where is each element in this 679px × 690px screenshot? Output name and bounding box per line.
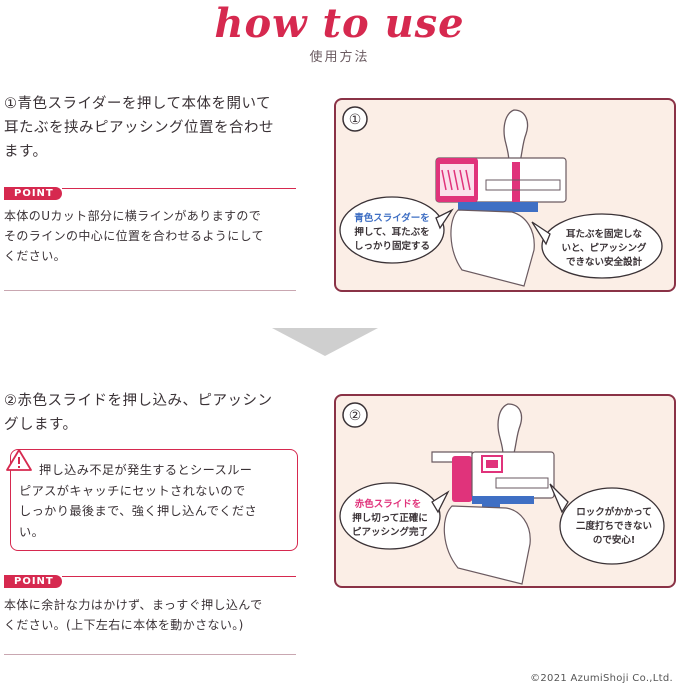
warning-line: い。 — [19, 524, 45, 539]
down-arrow-icon — [272, 328, 378, 356]
page-title: how to use — [214, 0, 465, 47]
step2-diagram: ② 赤色スライドを 押し切って正確に ピアッシング完了 ロックがかかって 二度打… — [339, 402, 665, 585]
step2-bubble-left-line: ピアッシング完了 — [352, 526, 428, 538]
step1-bubble-right-line: 耳たぶを固定しな — [566, 228, 643, 240]
step2-bubble-left-line: 赤色スライドを — [355, 498, 422, 510]
point-badge: POINT — [4, 575, 62, 588]
step2-line: ②赤色スライドを押し込み、ピアッシン — [4, 393, 273, 409]
step1-bubble-right-line: いと、ピアッシング — [561, 242, 647, 254]
step2-note-line: 本体に余計な力はかけず、まっすぐ押し込んで — [4, 598, 263, 612]
point-divider — [62, 576, 296, 577]
step2-number: ② — [349, 408, 362, 424]
step1-number: ① — [349, 112, 362, 128]
step1-bubble-left-line: 押して、耳たぶを — [354, 226, 429, 238]
step2-bubble-right-line: ロックがかかって — [576, 506, 652, 518]
point-badge: POINT — [4, 187, 62, 200]
section-divider — [4, 290, 296, 291]
step1-line: ①青色スライダーを押して本体を開いて — [4, 96, 272, 112]
warning-text: 押し込み不足が発生するとシースルー ピアスがキャッチにセットされないので しっか… — [19, 460, 295, 542]
page-subtitle: 使用方法 — [309, 50, 370, 65]
warning-line: ピアスがキャッチにセットされないので — [19, 483, 246, 498]
step1-instructions: ①青色スライダーを押して本体を開いて 耳たぶを挟みピアッシング位置を合わせ ます… — [4, 92, 304, 164]
step1-bubble-left-line: しっかり固定する — [354, 240, 430, 252]
step1-note-line: そのラインの中心に位置を合わせるようにして — [4, 229, 265, 243]
step1-bubble-left-line: 青色スライダーを — [354, 212, 430, 224]
step1-point-header: POINT — [4, 181, 296, 200]
warning-line: しっかり最後まで、強く押し込んでくださ — [19, 504, 258, 518]
warning-box: 押し込み不足が発生するとシースルー ピアスがキャッチにセットされないので しっか… — [6, 449, 298, 551]
warning-line: 押し込み不足が発生するとシースルー — [39, 463, 253, 477]
step2-bubble-right-line: ので安心! — [593, 534, 635, 546]
step2-bubble-right-line: 二度打ちできない — [576, 520, 652, 532]
step2-note-line: ください。(上下左右に本体を動かさない。) — [4, 618, 244, 632]
step1-bubble-right-line: できない安全設計 — [566, 256, 643, 268]
step2-point-header: POINT — [4, 569, 296, 588]
step1-line: ます。 — [4, 144, 48, 160]
step1-note-line: ください。 — [4, 249, 67, 263]
step2-illustration: ② 赤色スライドを 押し切って正確に ピアッシング完了 ロックがかかって 二度打… — [334, 394, 676, 588]
section-divider — [4, 654, 296, 655]
point-divider — [62, 188, 296, 189]
step1-illustration: ① 青色スライダーを 押して、耳たぶを しっかり固定する 耳たぶを固定しな いと… — [334, 98, 676, 292]
warning-icon — [6, 449, 32, 471]
step1-diagram: ① 青色スライダーを 押して、耳たぶを しっかり固定する 耳たぶを固定しな いと… — [339, 106, 663, 287]
step1-note-line: 本体のUカット部分に横ラインがありますので — [4, 209, 262, 223]
step2-line: グします。 — [4, 417, 78, 433]
step2-note: 本体に余計な力はかけず、まっすぐ押し込んで ください。(上下左右に本体を動かさな… — [4, 595, 304, 635]
step1-note: 本体のUカット部分に横ラインがありますので そのラインの中心に位置を合わせるよう… — [4, 206, 304, 266]
step1-line: 耳たぶを挟みピアッシング位置を合わせ — [4, 120, 274, 136]
step2-instructions: ②赤色スライドを押し込み、ピアッシン グします。 — [4, 389, 304, 437]
step2-bubble-left-line: 押し切って正確に — [352, 512, 428, 524]
copyright: ©2021 AzumiShoji Co.,Ltd. — [530, 673, 673, 684]
